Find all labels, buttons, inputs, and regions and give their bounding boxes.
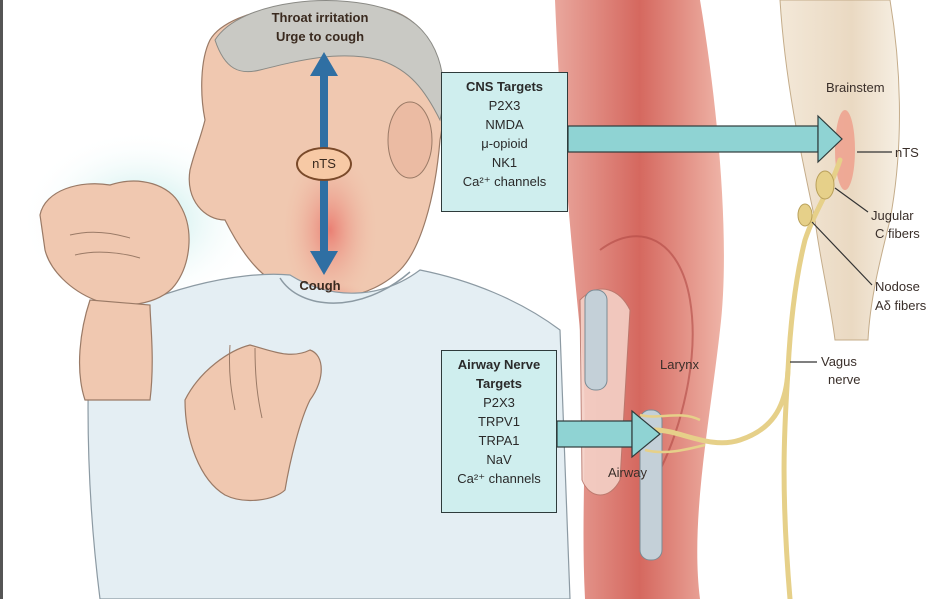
label-cough: Cough [250, 278, 390, 293]
cns-target-item: Ca²⁺ channels [442, 172, 567, 191]
airway-target-item: Ca²⁺ channels [442, 469, 556, 488]
label-larynx: Larynx [660, 357, 699, 373]
airway-target-item: TRPA1 [442, 431, 556, 450]
cartilage-ring-upper [585, 290, 607, 390]
cns-target-item: μ-opioid [442, 134, 567, 153]
label-jugular: Jugular [871, 208, 914, 224]
label-nerve: nerve [828, 372, 861, 388]
frame-edge [0, 0, 3, 599]
airway-targets-title-line2: Targets [442, 374, 556, 393]
label-ad-fibers: Aδ fibers [875, 298, 926, 314]
cns-targets-box: CNS Targets P2X3 NMDA μ-opioid NK1 Ca²⁺ … [441, 72, 568, 212]
airway-target-item: P2X3 [442, 393, 556, 412]
airway-target-item: TRPV1 [442, 412, 556, 431]
cns-targets-title: CNS Targets [442, 77, 567, 96]
airway-targets-box: Airway Nerve Targets P2X3 TRPV1 TRPA1 Na… [441, 350, 557, 513]
label-throat-irritation: Throat irritation [250, 10, 390, 25]
nodose-ganglion [798, 204, 812, 226]
label-brainstem: Brainstem [826, 80, 885, 96]
cns-target-item: NK1 [442, 153, 567, 172]
jugular-ganglion [816, 171, 834, 199]
airway-targets-title-line1: Airway Nerve [442, 355, 556, 374]
label-nts: nTS [895, 145, 919, 161]
label-vagus: Vagus [821, 354, 857, 370]
ear [388, 102, 432, 178]
nts-region [835, 110, 855, 190]
forearm [80, 300, 153, 400]
airway-target-item: NaV [442, 450, 556, 469]
label-urge-to-cough: Urge to cough [250, 29, 390, 44]
label-airway: Airway [608, 465, 647, 481]
label-nodose: Nodose [875, 279, 920, 295]
cns-target-item: NMDA [442, 115, 567, 134]
nts-oval: nTS [296, 147, 352, 181]
label-c-fibers: C fibers [875, 226, 920, 242]
cns-target-item: P2X3 [442, 96, 567, 115]
